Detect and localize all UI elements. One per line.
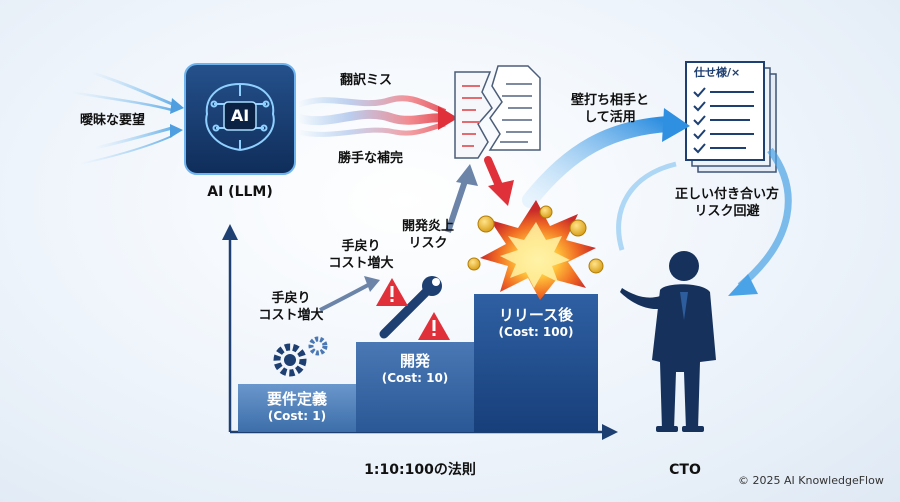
- risk-mid-label: 手戻り コスト増大: [318, 238, 404, 272]
- spec-doc-title: 仕せ様/×: [694, 66, 741, 79]
- rule-label: 1:10:100の法則: [364, 462, 476, 478]
- blue-swoosh-arrow-icon: [522, 108, 792, 296]
- risk-top-label: 開発炎上 リスク: [392, 218, 464, 252]
- proper-line-1: 正しい付き合い方: [674, 187, 779, 202]
- spec-document-icon: [685, 61, 777, 173]
- bar-requirements: [238, 384, 356, 432]
- risk-mid-line-2: コスト増大: [328, 256, 394, 271]
- step-requirements-cost: (Cost: 1): [267, 409, 327, 423]
- explosion-icon: [480, 200, 596, 300]
- wrench-icon: [379, 276, 442, 339]
- step-development: 開発 (Cost: 10): [356, 352, 474, 386]
- coin-icon: [467, 205, 604, 274]
- proper-usage-label: 正しい付き合い方 リスク回避: [662, 186, 792, 220]
- translation-flow: [296, 95, 458, 137]
- copyright-text: © 2025 AI KnowledgeFlow: [738, 474, 884, 487]
- ai-caption: AI (LLM): [207, 184, 273, 200]
- vague-request-label: 曖昧な要望: [80, 113, 146, 128]
- cto-caption: CTO: [669, 462, 701, 478]
- risk-small-label: 手戻り コスト増大: [248, 290, 334, 324]
- risk-top-line-1: 開発炎上: [401, 219, 454, 234]
- risk-small-line-1: 手戻り: [271, 291, 311, 306]
- step-development-title: 開発: [399, 352, 430, 370]
- usage-line-1: 壁打ち相手と: [570, 93, 649, 108]
- step-requirements: 要件定義 (Cost: 1): [238, 390, 356, 424]
- step-post-release: リリース後 (Cost: 100): [474, 306, 598, 340]
- risk-small-line-2: コスト増大: [258, 308, 324, 323]
- up-arrow-to-doc-icon: [445, 164, 478, 233]
- proper-line-2: リスク回避: [694, 204, 760, 219]
- down-red-arrow-icon: [484, 156, 514, 206]
- step-bars: [238, 294, 598, 432]
- ai-chip-text: AI: [230, 106, 250, 125]
- step-post-release-cost: (Cost: 100): [498, 325, 574, 339]
- translation-error-label: 翻訳ミス: [340, 73, 393, 88]
- bar-post-release: [474, 294, 598, 432]
- wind-lines: [69, 70, 184, 165]
- usage-line-2: して活用: [584, 110, 636, 125]
- person-silhouette-icon: [620, 251, 716, 432]
- step-requirements-title: 要件定義: [266, 390, 327, 408]
- bar-development: [356, 342, 474, 432]
- arbitrary-completion-label: 勝手な補完: [338, 151, 404, 166]
- step-development-cost: (Cost: 10): [381, 371, 449, 385]
- broken-document-icon: [454, 65, 541, 159]
- rising-arrow-icon: [319, 276, 380, 312]
- usage-label: 壁打ち相手と して活用: [560, 92, 660, 126]
- ai-chip-icon: [184, 63, 296, 175]
- gear-icon: [273, 336, 328, 377]
- warning-icon: [376, 278, 450, 340]
- risk-top-line-2: リスク: [408, 236, 448, 251]
- risk-mid-line-1: 手戻り: [341, 239, 381, 254]
- step-post-release-title: リリース後: [498, 306, 574, 324]
